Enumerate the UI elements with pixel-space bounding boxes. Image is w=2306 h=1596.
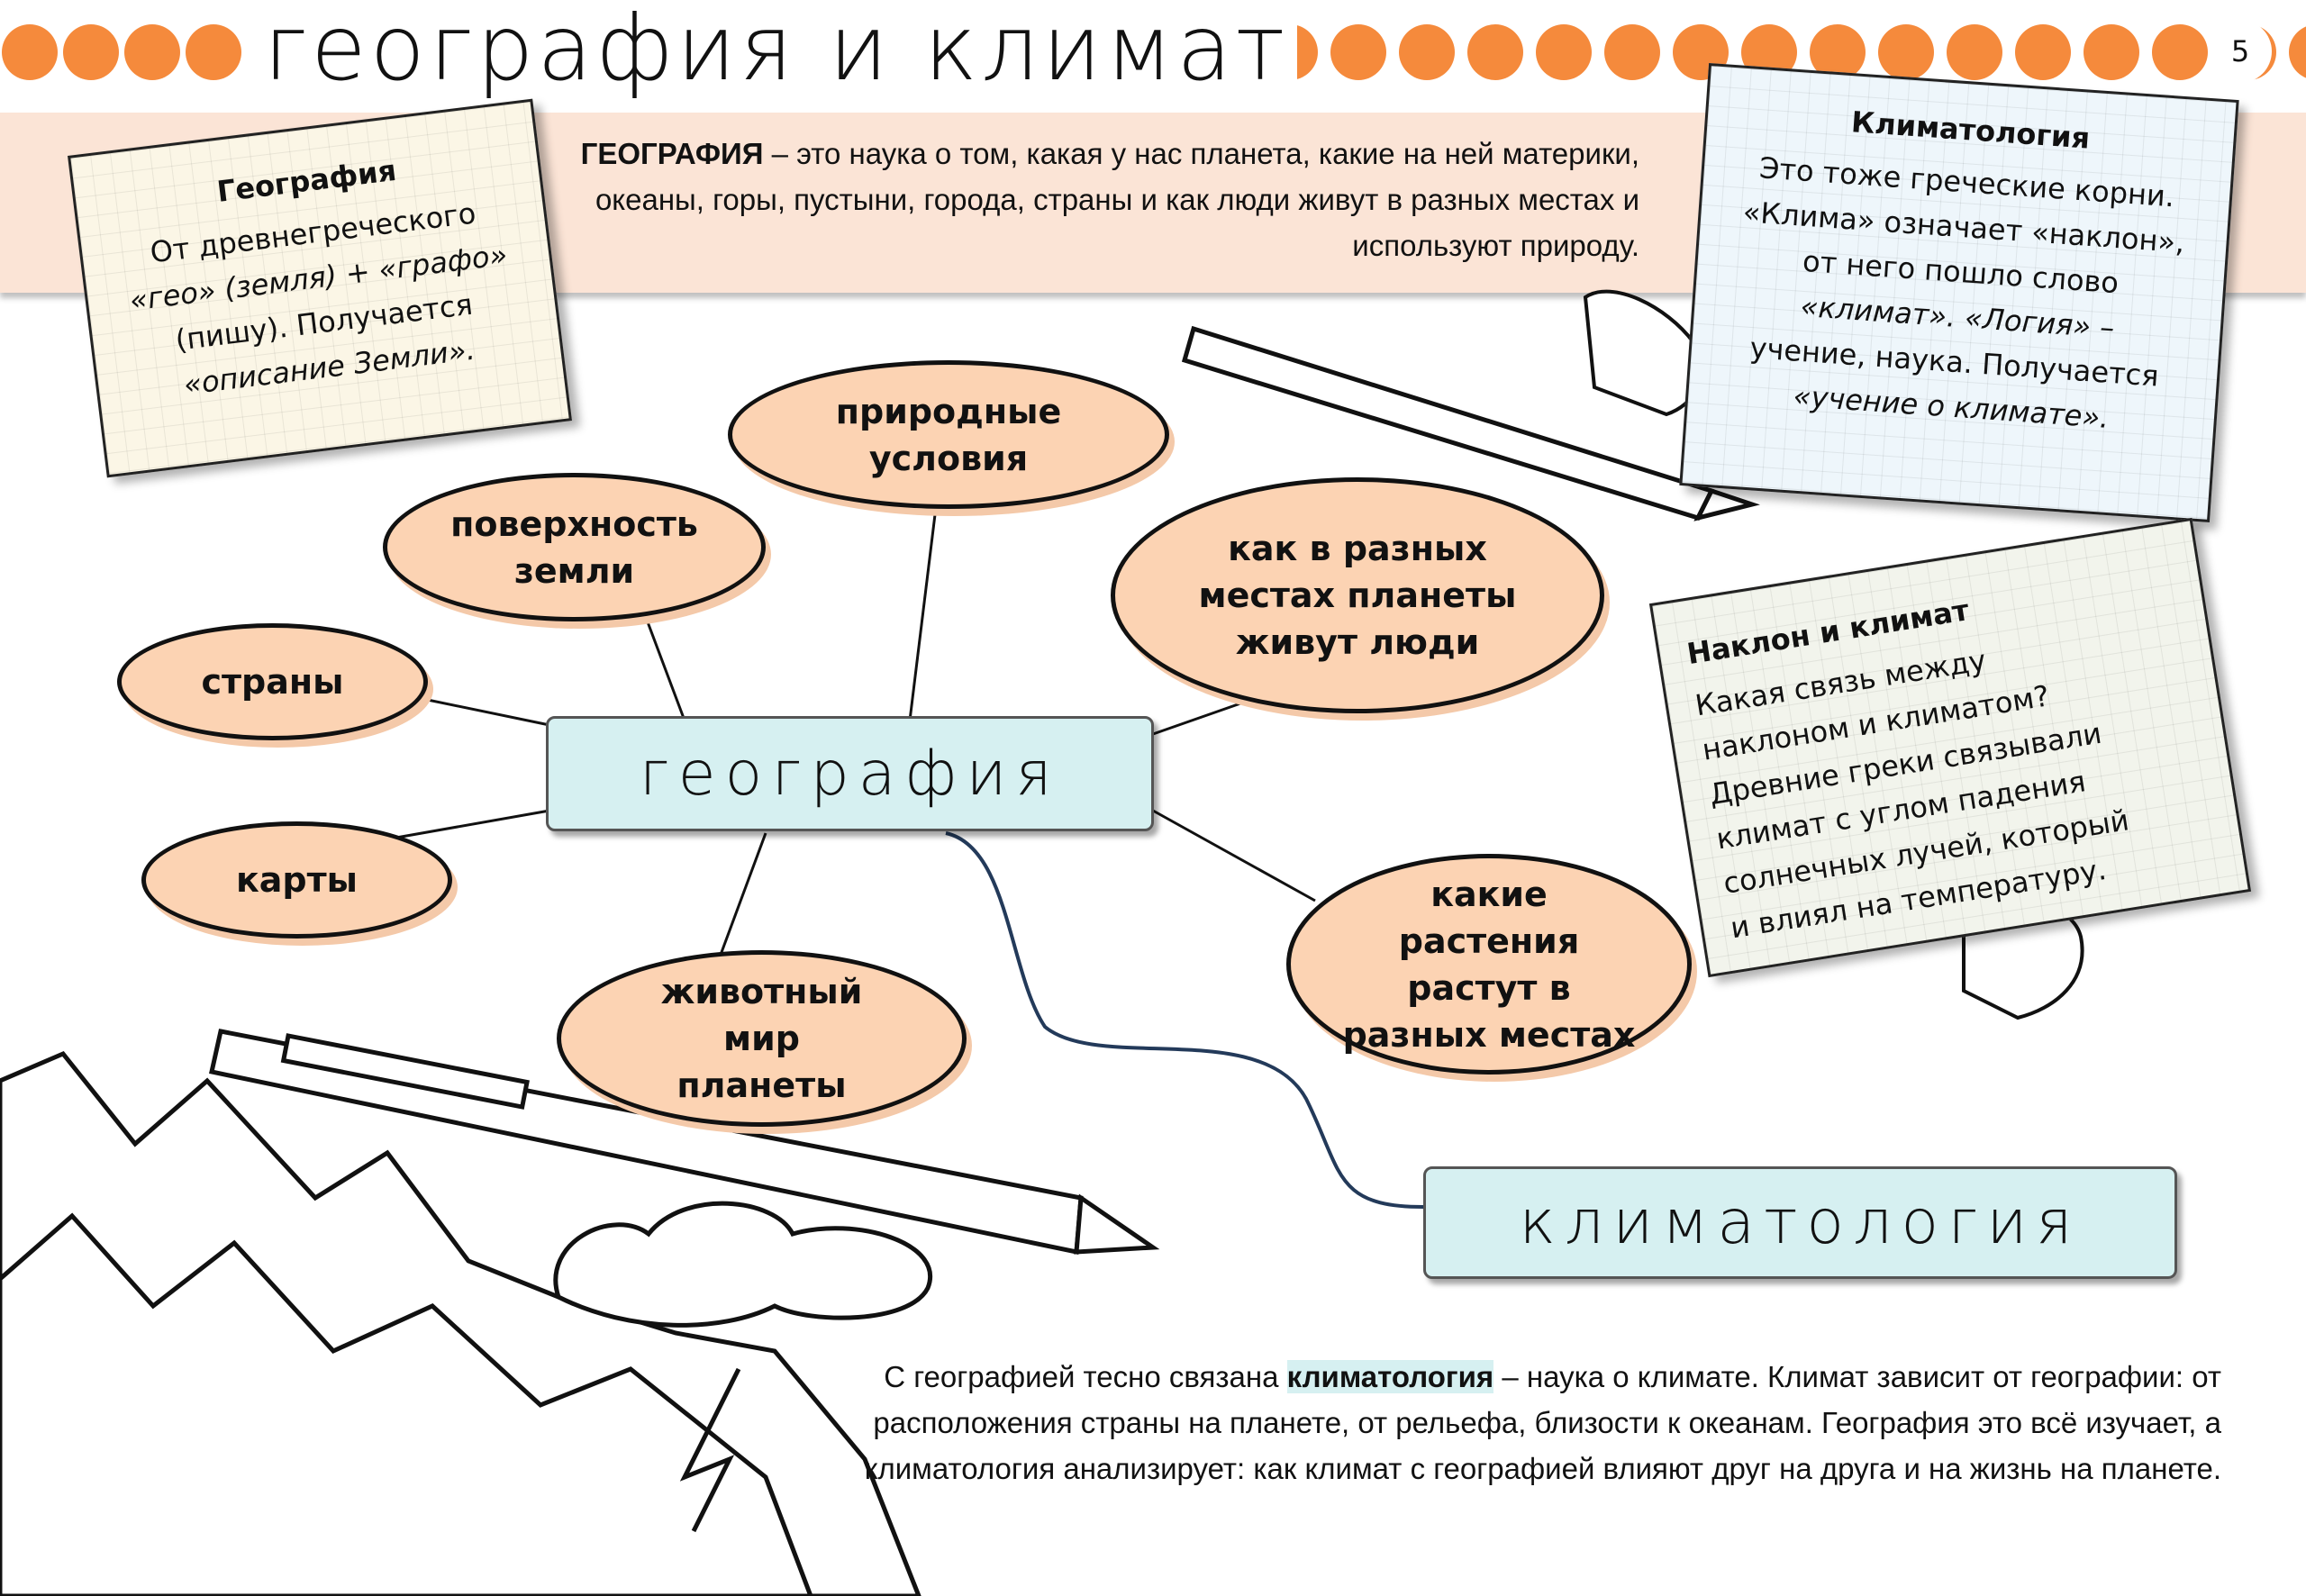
decorative-dot: [1604, 24, 1660, 80]
page-number: 5: [2209, 20, 2272, 83]
bottom-text-term: климатология: [1286, 1360, 1494, 1393]
connector: [418, 696, 550, 727]
mountains-illustration: [0, 1050, 932, 1596]
decorative-dot: [2152, 24, 2208, 80]
decorative-dot: [1947, 24, 2002, 80]
climatology-note-card: Климатология Это тоже греческие корни. «…: [1679, 62, 2239, 523]
connector: [1152, 701, 1244, 736]
decorative-dot: [1878, 24, 1934, 80]
center-node-label: география: [639, 738, 1061, 810]
decorative-dot: [63, 24, 119, 80]
intro-definition: – это наука о том, какая у нас планета, …: [595, 137, 1639, 262]
node-label: страны: [201, 662, 344, 702]
bottom-text: С географией тесно связана климатология …: [780, 1354, 2221, 1492]
node-label: поверхность земли: [450, 503, 698, 591]
decorative-dot: [2, 24, 58, 80]
decorative-dot: [2084, 24, 2139, 80]
node-countries: страны: [117, 623, 428, 740]
decorative-dot: [2289, 24, 2306, 80]
center-node-geography: география: [546, 716, 1154, 831]
pencil-icon: [1181, 325, 1760, 521]
connector: [908, 499, 939, 721]
bottom-text-pre: С географией тесно связана: [884, 1360, 1287, 1393]
node-maps: карты: [141, 821, 452, 939]
node-natural-conditions: природные условия: [728, 360, 1169, 509]
node-earth-surface: поверхность земли: [383, 473, 766, 621]
connector-curve: [945, 831, 1424, 1209]
pen-icon: [209, 1029, 1160, 1256]
connector: [719, 832, 767, 956]
node-label: животный мир планеты: [660, 972, 863, 1105]
decorative-dot: [1330, 24, 1386, 80]
intro-text: ГЕОГРАФИЯ – это наука о том, какая у нас…: [558, 131, 1639, 268]
node-label: как в разных местах планеты живут люди: [1198, 529, 1517, 662]
node-fauna: животный мир планеты: [557, 950, 967, 1127]
decorative-dot: [124, 24, 180, 80]
geography-note-card: География От древнегреческого «гео» (зем…: [68, 98, 572, 478]
node-climatology: климатология: [1423, 1166, 2177, 1279]
decorative-dot: [1399, 24, 1455, 80]
bottom-text-post: – наука о климате. Климат зависит от гео…: [864, 1360, 2221, 1485]
node-label: природные условия: [835, 391, 1062, 478]
node-plants: какие растения растут в разных местах: [1286, 854, 1692, 1075]
decorative-dot: [1536, 24, 1592, 80]
node-label: какие растения растут в разных местах: [1342, 874, 1636, 1055]
decorative-dot: [1467, 24, 1523, 80]
page-title: география и климат: [254, 0, 1298, 103]
connector: [642, 612, 686, 721]
node-how-people-live: как в разных местах планеты живут люди: [1111, 477, 1604, 713]
climatology-node-label: климатология: [1519, 1187, 2082, 1258]
connector: [395, 809, 550, 839]
decorative-dot: [186, 24, 241, 80]
decorative-dot: [2015, 24, 2071, 80]
intro-term: ГЕОГРАФИЯ: [580, 137, 764, 170]
connector: [1152, 809, 1316, 902]
node-label: карты: [235, 860, 359, 900]
